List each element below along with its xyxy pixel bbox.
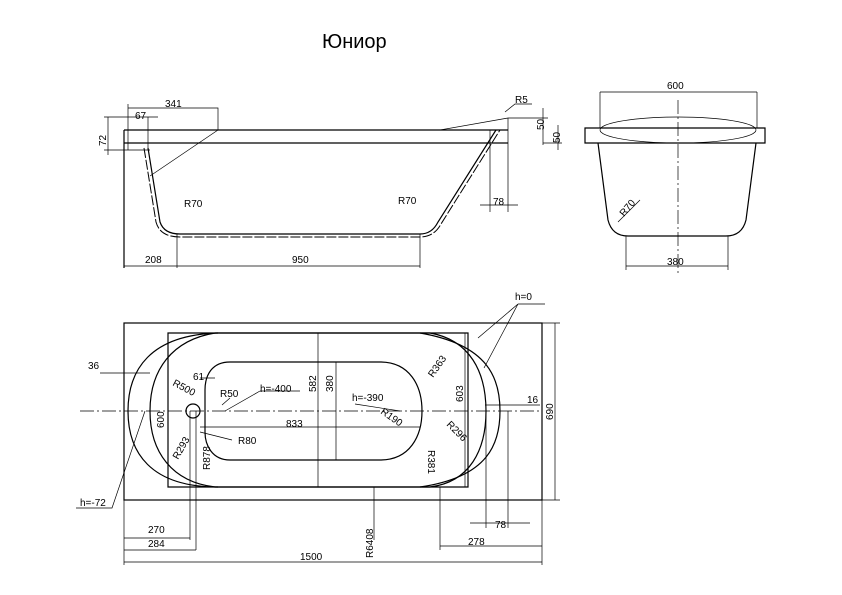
dim-label: 270 <box>148 525 165 536</box>
end-view <box>584 91 766 275</box>
dim-label: 284 <box>148 539 165 550</box>
dim-label: 600 <box>156 411 167 428</box>
dim-label: R381 <box>425 450 436 474</box>
dim-label: R70 <box>398 196 417 207</box>
dim-label: R70 <box>618 197 639 218</box>
side-view <box>104 103 562 268</box>
dim-label: h=0 <box>515 292 532 303</box>
dim-label: R50 <box>220 389 239 400</box>
dim-label: 50 <box>536 118 547 130</box>
dim-label: R5 <box>515 95 528 106</box>
dim-label: 1500 <box>300 552 323 563</box>
dim-label: 208 <box>145 255 162 266</box>
dimension-labels: 341 67 72 R5 50 50 R70 R70 78 208 950 60… <box>80 81 684 563</box>
dim-label: 380 <box>667 257 684 268</box>
dim-label: R6408 <box>365 528 376 558</box>
dim-label: 278 <box>468 537 485 548</box>
dim-label: 380 <box>325 375 336 392</box>
dim-label: R363 <box>426 353 449 379</box>
dim-label: 67 <box>135 111 147 122</box>
dim-label: 50 <box>552 131 563 143</box>
dim-label: h=-72 <box>80 498 106 509</box>
dim-label: 16 <box>527 395 539 406</box>
dim-label: 950 <box>292 255 309 266</box>
dim-label: R878 <box>202 446 213 470</box>
dim-label: 600 <box>667 81 684 92</box>
dim-label: 603 <box>455 385 466 402</box>
dim-label: 341 <box>165 99 182 110</box>
drawing-title: Юниор <box>322 31 387 53</box>
dim-label: 582 <box>308 375 319 392</box>
dim-label: 78 <box>493 197 505 208</box>
dim-label: 78 <box>495 520 507 531</box>
dim-label: h=-390 <box>352 393 384 404</box>
dim-label: h=-400 <box>260 384 292 395</box>
dim-label: R80 <box>238 436 257 447</box>
dim-label: 72 <box>98 134 109 146</box>
dim-label: 61 <box>193 372 205 383</box>
top-view <box>76 303 560 565</box>
dim-label: R293 <box>171 435 193 462</box>
dim-label: 690 <box>545 403 556 420</box>
dim-label: 833 <box>286 419 303 430</box>
dim-label: R70 <box>184 199 203 210</box>
dim-label: 36 <box>88 361 100 372</box>
